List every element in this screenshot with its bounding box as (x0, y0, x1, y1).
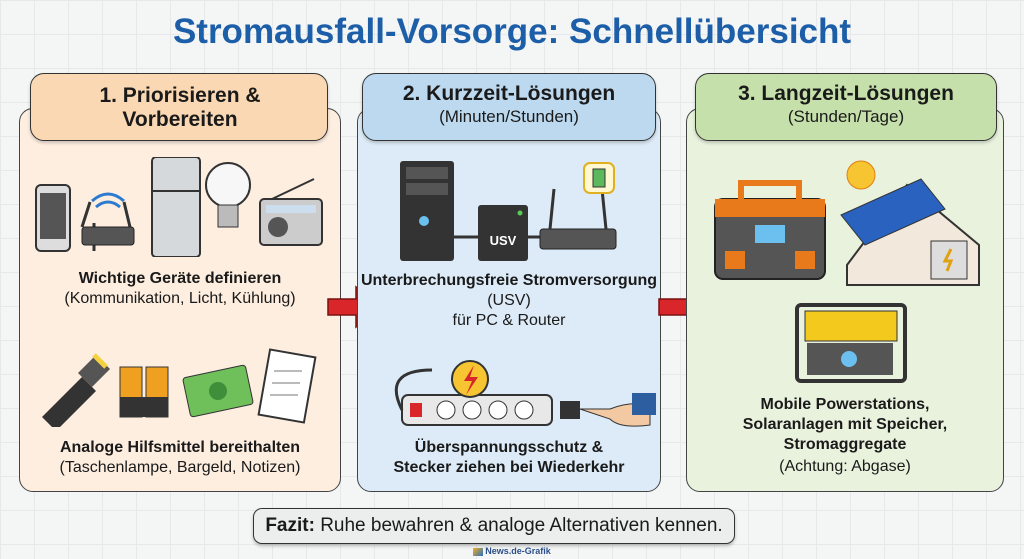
notes-icon (257, 348, 317, 424)
panel-header: 3. Langzeit-Lösungen (Stunden/Tage) (695, 73, 997, 141)
usv-heading-text: Unterbrechungsfreie Stromversorgung (360, 272, 658, 289)
generator-icon (795, 303, 907, 383)
light-bulb-icon (205, 162, 251, 228)
page-title: Stromausfall-Vorsorge: Schnellübersicht (172, 12, 852, 51)
analog-sub: (Taschenlampe, Bargeld, Notizen) (59, 459, 301, 476)
panel-header: 2. Kurzzeit-Lösungen (Minuten/Stunden) (362, 73, 656, 141)
usv-heading: Unterbrechungsfreie Stromversorgung (USV… (358, 271, 660, 311)
panel-short-term: 2. Kurzzeit-Lösungen (Minuten/Stunden) US… (357, 73, 661, 492)
credit-text: News.de-Grafik (485, 546, 551, 556)
long-term-sub: (Achtung: Abgase) (779, 458, 911, 475)
battery-full-icon (583, 162, 615, 194)
devices-sub: (Kommunikation, Licht, Kühlung) (64, 290, 296, 307)
flashlight-icon (42, 353, 110, 427)
hand-unplug-icon (560, 393, 656, 427)
conclusion-label: Fazit: (265, 515, 315, 536)
analog-tools-icon (42, 348, 317, 427)
smartphone-icon (35, 184, 71, 252)
long-term-heading: Mobile Powerstations, Solaranlagen mit S… (742, 396, 948, 453)
conclusion-text: Ruhe bewahren & analoge Alternativen ken… (314, 515, 723, 536)
radio-icon (259, 178, 323, 246)
usv-setup-icon: USV (400, 161, 617, 261)
usv-sub: für PC & Router (452, 312, 566, 329)
router-icon (539, 188, 617, 250)
surge-protector-icon (394, 360, 656, 427)
panel-title: 3. Langzeit-Lösungen (738, 82, 954, 105)
pc-tower-icon (400, 161, 454, 261)
analog-heading: Analoge Hilfsmittel bereithalten (59, 439, 301, 456)
long-term-power-icon (714, 160, 980, 383)
usv-label: USV (490, 233, 517, 248)
router-icon (80, 192, 135, 251)
devices-heading: Wichtige Geräte definieren (78, 270, 282, 287)
panel-title: 1. Priorisieren & Vorbereiten (99, 84, 261, 131)
source-credit: News.de-Grafik (0, 546, 1024, 556)
panel-title: 2. Kurzzeit-Lösungen (402, 82, 616, 105)
usv-abbr: (USV) (487, 292, 531, 309)
household-devices-icon (35, 157, 323, 257)
panel-subtitle: (Stunden/Tage) (787, 107, 905, 126)
surge-heading: Überspannungsschutz & Stecker ziehen bei… (393, 439, 625, 476)
power-switch-icon (410, 403, 422, 417)
panel-subtitle: (Minuten/Stunden) (439, 107, 579, 126)
solar-house-icon (840, 160, 980, 286)
lightning-warning-icon (451, 360, 489, 398)
panel-long-term: 3. Langzeit-Lösungen (Stunden/Tage) Mobil… (686, 73, 1004, 492)
batteries-icon (119, 366, 169, 418)
news-logo-icon (473, 547, 484, 556)
usv-box-icon: USV (478, 205, 528, 261)
panel-header: 1. Priorisieren & Vorbereiten (30, 73, 328, 141)
conclusion-box: Fazit: Ruhe bewahren & analoge Alternati… (253, 508, 735, 544)
panel-prioritize: 1. Priorisieren & Vorbereiten Wichtige G… (19, 73, 341, 492)
powerstation-icon (714, 180, 826, 280)
fridge-icon (151, 157, 201, 257)
cash-icon (182, 364, 254, 418)
